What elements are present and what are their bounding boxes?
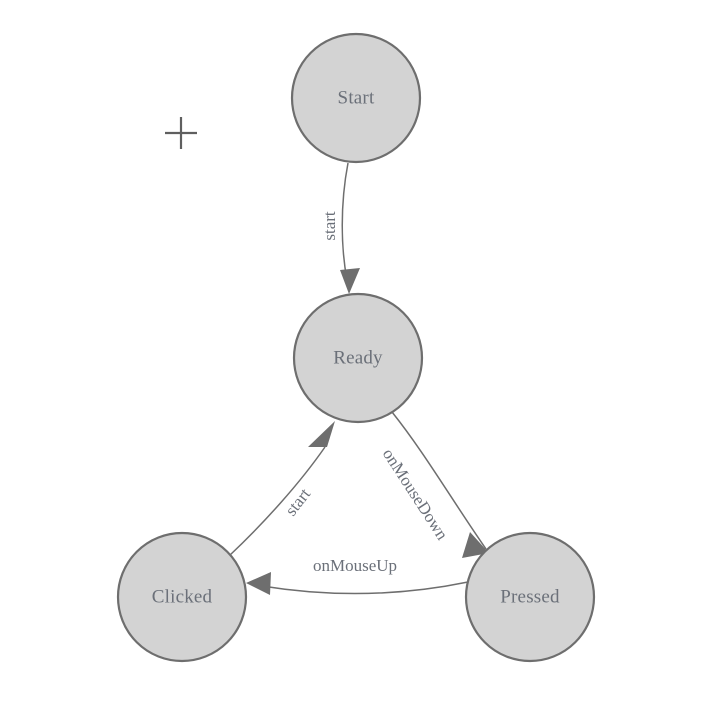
node-ready-circle[interactable]: [292, 292, 424, 424]
arrowhead-into-ready-from-clicked: [308, 421, 335, 447]
node-start[interactable]: Start: [290, 32, 422, 164]
node-pressed[interactable]: Pressed: [464, 531, 596, 663]
edge-label-clicked-to-ready: start: [281, 484, 314, 519]
node-pressed-label: Pressed: [500, 586, 560, 607]
node-clicked[interactable]: Clicked: [116, 531, 248, 663]
node-clicked-circle[interactable]: [116, 531, 248, 663]
node-ready[interactable]: Ready: [292, 292, 424, 424]
edge-clicked-to-ready[interactable]: start: [228, 421, 335, 557]
arrowhead-into-ready-from-start: [340, 268, 360, 294]
edge-path-pressed-to-clicked: [261, 581, 469, 595]
node-pressed-circle[interactable]: [464, 531, 596, 663]
edge-label-pressed-to-clicked: onMouseUp: [313, 556, 397, 575]
node-ready-label: Ready: [333, 347, 383, 368]
arrowhead-into-clicked: [246, 572, 271, 595]
edge-ready-to-pressed[interactable]: onMouseDown: [379, 411, 489, 558]
node-start-label: Start: [338, 87, 375, 108]
edge-path-clicked-to-ready: [228, 446, 326, 557]
crosshair-marker[interactable]: [165, 117, 197, 149]
node-start-circle[interactable]: [290, 32, 422, 164]
edge-label-ready-to-pressed: onMouseDown: [379, 445, 452, 544]
edge-label-start-to-ready: start: [320, 211, 339, 241]
arrowhead-into-pressed: [462, 532, 489, 558]
edge-path-ready-to-pressed: [391, 411, 487, 550]
edge-start-to-ready[interactable]: start: [320, 162, 360, 294]
node-clicked-label: Clicked: [152, 586, 213, 607]
edge-path-start-to-ready: [341, 162, 349, 281]
edge-pressed-to-clicked[interactable]: onMouseUp: [246, 556, 469, 595]
